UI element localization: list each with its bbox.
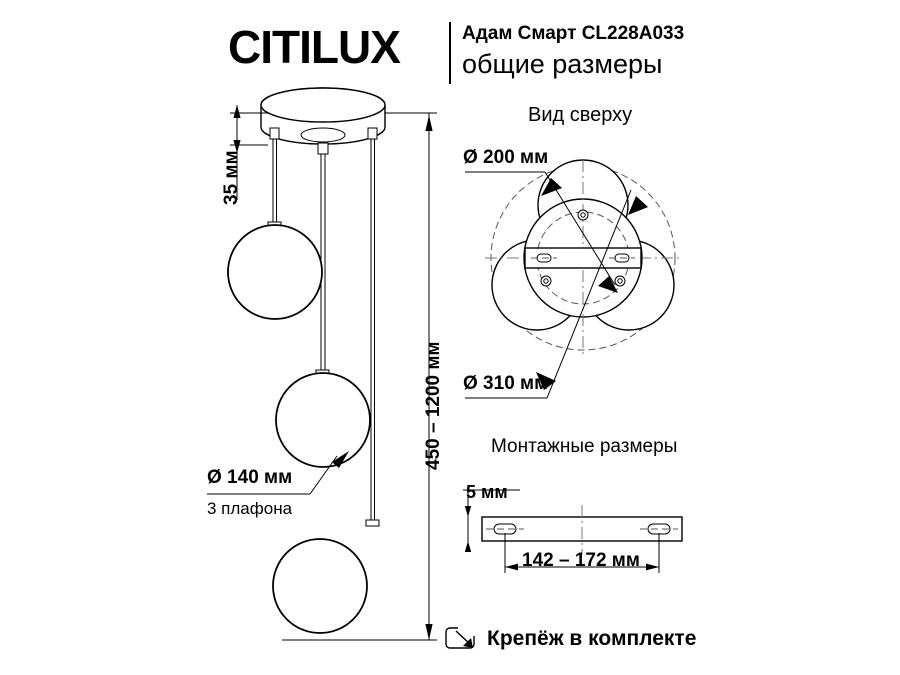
leader-spread-diameter [465, 189, 648, 399]
ceiling-plate [260, 87, 386, 145]
mounting-bar-top [524, 247, 642, 269]
label-thickness: 5 мм [466, 482, 508, 502]
product-name: Адам Смарт CL228A033 [462, 23, 685, 44]
sheet-header: CITILUX Адам Смарт CL228A033 общие разме… [0, 8, 900, 86]
globe-middle [275, 372, 371, 468]
label-plate-diameter: Ø 200 мм [463, 147, 549, 168]
label-globe-count: 3 плафона [207, 499, 293, 518]
mount-view-title: Монтажные размеры [491, 436, 678, 457]
dimension-plate-height [230, 105, 268, 200]
dimension-thickness [463, 489, 520, 552]
top-view-title: Вид сверху [528, 104, 633, 126]
dimension-span [504, 533, 660, 573]
brand-logo: CITILUX [228, 21, 401, 73]
header-divider [449, 22, 451, 84]
arrow-down-right-box-icon [445, 627, 475, 649]
leader-globe-diameter [207, 451, 349, 495]
cable-exit-points [540, 209, 626, 287]
label-globe-diameter: Ø 140 мм [207, 467, 293, 488]
globe-lower [272, 538, 368, 634]
label-spread-diameter: Ø 310 мм [463, 373, 549, 394]
sheet-subtitle: общие размеры [462, 49, 663, 79]
footer-note: Крепёж в комплекте [487, 627, 697, 650]
label-span: 142 – 172 мм [522, 550, 640, 571]
globe-shades [227, 224, 371, 634]
logo-citi: CITI [228, 21, 312, 73]
leader-plate-diameter [465, 171, 618, 293]
dimension-drop-range [282, 112, 437, 641]
globe-upper [227, 224, 323, 320]
logo-lux: LUX [310, 21, 401, 73]
